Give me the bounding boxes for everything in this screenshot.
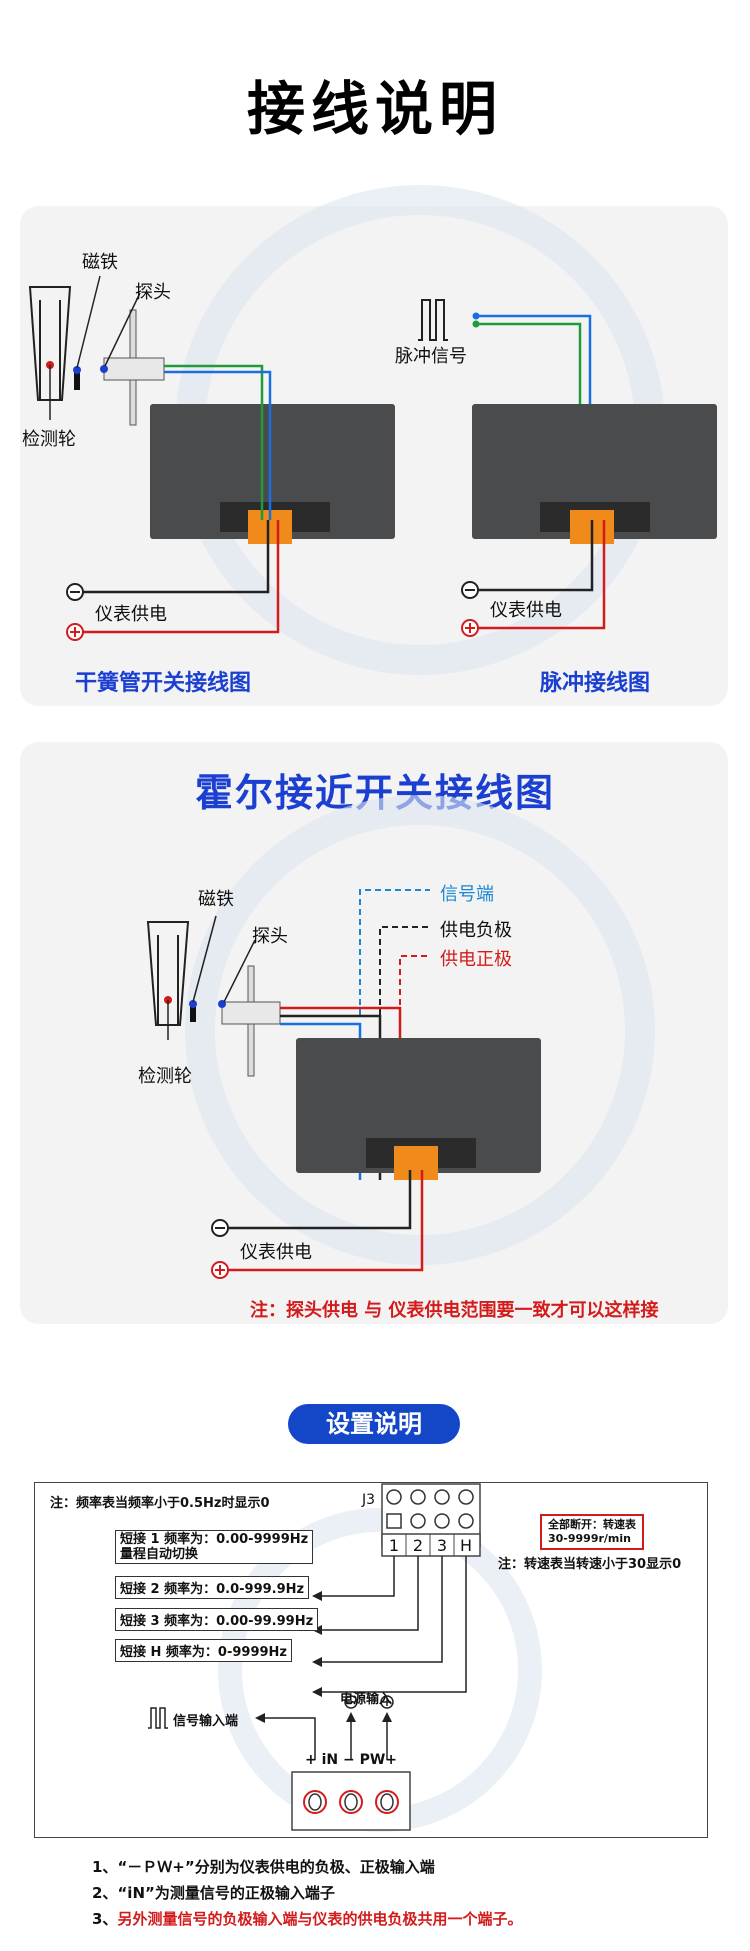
pin-2: 2 [412, 1536, 424, 1555]
settings-pill: 设置说明 [288, 1404, 460, 1444]
label-power-2: 仪表供电 [490, 600, 562, 621]
label-probe-1: 探头 [135, 282, 171, 303]
label-pulse: 脉冲信号 [395, 346, 467, 367]
label-probe-2: 探头 [252, 926, 288, 947]
footnote-3-text: 另外测量信号的负极输入端与仪表的供电负极共用一个端子。 [117, 1910, 523, 1928]
heading-pulse: 脉冲接线图 [540, 671, 651, 696]
label-wheel-2: 检测轮 [138, 1066, 192, 1087]
diagram-2-graphics [146, 795, 655, 1279]
label-power-3: 仪表供电 [240, 1242, 312, 1263]
open-box: 全部断开：转速表 30-9999r/min [540, 1514, 644, 1550]
wheel-icon [28, 286, 72, 420]
label-neg: 供电负极 [440, 920, 512, 941]
settings-note-right: 注：转速表当转速小于30显示0 [498, 1557, 682, 1572]
label-signal: 信号端 [440, 884, 494, 905]
note-hall: 注：探头供电 与 仪表供电范围要一致才可以这样接 [250, 1300, 659, 1321]
pin-1: 1 [388, 1536, 400, 1555]
heading-reed: 干簧管开关接线图 [75, 671, 252, 696]
short-h-box: 短接 H 频率为：0-9999Hz [115, 1639, 293, 1662]
footnote-2-num: 2、 [92, 1884, 118, 1902]
diagram-1-graphics [28, 185, 717, 675]
label-wheel-1: 检测轮 [22, 429, 76, 450]
pulse-icon [418, 299, 448, 341]
j3-label: J3 [362, 1492, 376, 1508]
short-2-box: 短接 2 频率为：0.0-999.9Hz [115, 1576, 310, 1599]
short-1-box: 短接 1 频率为：0.00-9999Hz 量程自动切换 [115, 1530, 314, 1564]
footnote-3-num: 3、 [92, 1910, 118, 1928]
probe-icon [100, 292, 165, 426]
pin-h: H [459, 1536, 473, 1555]
label-magnet-2: 磁铁 [198, 889, 234, 910]
terminal-labels: + iN − PW+ [305, 1752, 398, 1768]
footnote-2: 2、“iN”为测量信号的正极输入端子 [92, 1882, 335, 1903]
power-in-label: 电源输入 [340, 1692, 393, 1707]
short-1-line2: 量程自动切换 [120, 1547, 199, 1562]
pin-3: 3 [436, 1536, 448, 1555]
settings-graphics [148, 1483, 542, 1832]
short-3-box: 短接 3 频率为：0.00-99.99Hz [115, 1608, 319, 1631]
footnote-2-text: “iN”为测量信号的正极输入端子 [117, 1884, 335, 1902]
page-title: 接线说明 [246, 75, 503, 143]
footnote-1-num: 1、 [92, 1858, 118, 1876]
label-magnet-1: 磁铁 [82, 252, 118, 273]
signal-in-label: 信号输入端 [173, 1714, 239, 1729]
footnote-1: 1、“－ＰＷ+”分别为仪表供电的负极、正极输入端 [92, 1856, 435, 1877]
pin-labels: 1 2 3 H [382, 1536, 480, 1555]
label-pos: 供电正极 [440, 949, 512, 970]
short-1-line1: 短接 1 频率为：0.00-9999Hz [120, 1532, 309, 1547]
open-line2: 30-9999r/min [548, 1532, 631, 1545]
footnote-3: 3、另外测量信号的负极输入端与仪表的供电负极共用一个端子。 [92, 1908, 522, 1929]
settings-note-top: 注：频率表当频率小于0.5Hz时显示0 [50, 1496, 270, 1511]
label-power-1: 仪表供电 [95, 604, 167, 625]
footnote-1-text: “－ＰＷ+”分别为仪表供电的负极、正极输入端 [117, 1858, 435, 1876]
open-line1: 全部断开：转速表 [548, 1518, 636, 1531]
